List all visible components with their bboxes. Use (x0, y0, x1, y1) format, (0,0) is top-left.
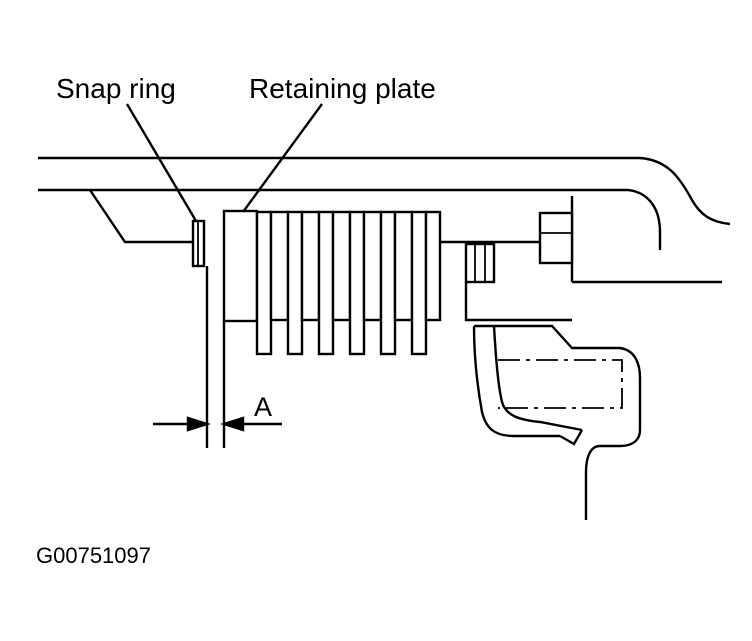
clutch-plate (269, 210, 290, 322)
dimension-arrow-left-icon (220, 416, 245, 432)
clutch-plate (286, 210, 304, 356)
clutch-plate (362, 210, 383, 322)
retaining-plate (222, 209, 259, 323)
clutch-plate (379, 210, 397, 356)
piston-seal (538, 211, 574, 265)
clutch-plate (410, 210, 428, 356)
clutch-plate (300, 210, 321, 322)
figure-code: G00751097 (36, 543, 151, 568)
clutch-plate (424, 210, 442, 322)
snap-ring-leader (125, 103, 198, 222)
snap-ring (191, 219, 206, 268)
clearance-label: A (254, 392, 272, 422)
clutch-plate (331, 210, 352, 322)
snap-ring-label: Snap ring (56, 73, 176, 104)
piston-assembly (464, 211, 642, 520)
clutch-plate (393, 210, 414, 322)
dimension-arrow-right-icon (186, 416, 211, 432)
clutch-plate (317, 210, 335, 356)
clearance-dimension (153, 266, 282, 448)
clutch-plate (255, 210, 273, 356)
clutch-pack (255, 210, 442, 356)
clutch-plate (348, 210, 366, 356)
retaining-plate-label: Retaining plate (249, 73, 436, 104)
retaining-plate-leader (242, 103, 323, 213)
